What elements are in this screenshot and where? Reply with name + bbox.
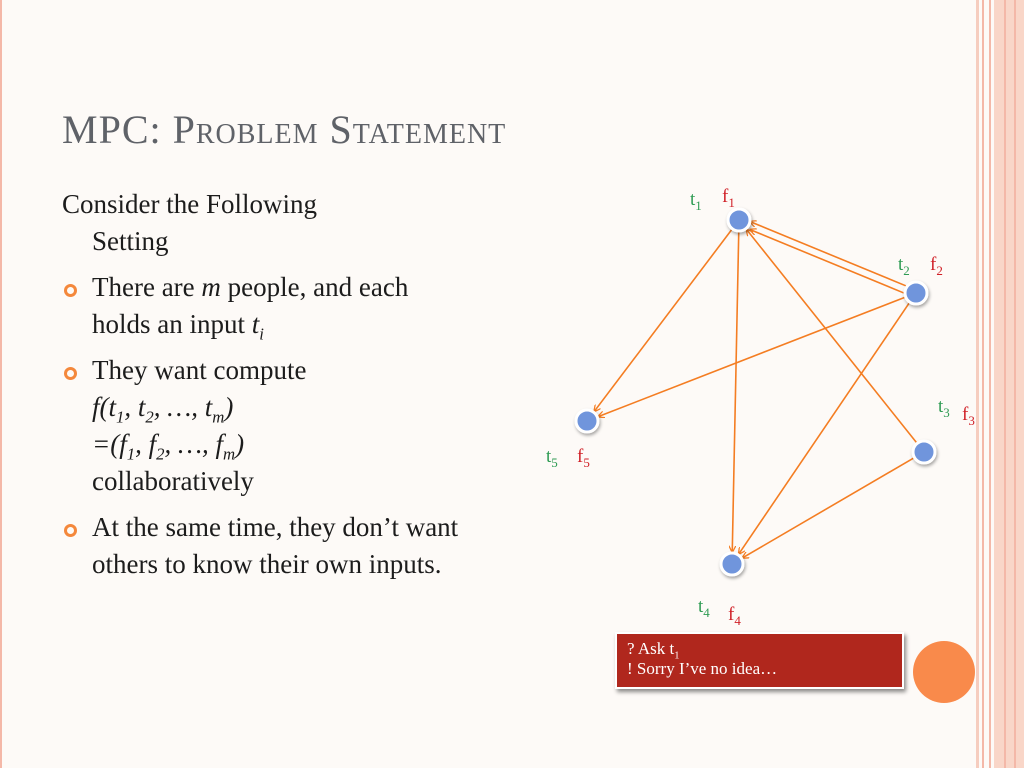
- slide-title: MPC: Problem Statement: [62, 107, 507, 152]
- message-question: ? Ask t1: [627, 639, 680, 662]
- party-node-1: [726, 207, 752, 233]
- edge-2-to-1: [750, 230, 907, 295]
- diagram-labels: t1 f1 t2 f2 t3 f3 t4 f4 t5 f5: [546, 186, 975, 628]
- bullet-item-inputs: There are m people, and each holds an in…: [62, 269, 462, 343]
- f-label-3: f3: [962, 404, 975, 428]
- party-node-2: [903, 280, 929, 306]
- f-label-4: f4: [728, 604, 741, 628]
- right-decorative-stripes: [976, 0, 1024, 768]
- t-label-3: t3: [938, 396, 950, 420]
- diagram-nodes: [574, 207, 937, 577]
- f-label-5: f5: [577, 446, 590, 470]
- f-label-1: f1: [722, 186, 735, 210]
- edge-3-to-1: [746, 229, 918, 444]
- edge-2-to-5: [598, 296, 907, 417]
- left-border-line: [0, 0, 2, 768]
- edge-2-to-4: [739, 301, 911, 554]
- edge-3-to-4: [742, 456, 915, 558]
- bullet-item-privacy: At the same time, they don’t want others…: [62, 509, 462, 583]
- party-node-3: [911, 439, 937, 465]
- t-label-5: t5: [546, 446, 558, 470]
- message-answer: ! Sorry I’ve no idea…: [627, 659, 778, 678]
- party-node-4: [719, 551, 745, 577]
- f-label-2: f2: [930, 254, 943, 278]
- party-node-5: [574, 408, 600, 434]
- t-label-4: t4: [698, 596, 710, 620]
- decorative-orange-circle: [913, 641, 975, 703]
- edge-1-to-4: [732, 230, 740, 552]
- diagram-edges: [594, 222, 918, 558]
- bullet-circle-icon: [64, 524, 77, 537]
- bullet-circle-icon: [64, 284, 77, 297]
- message-callout: ? Ask t1 ! Sorry I’ve no idea…: [615, 632, 904, 689]
- t-label-2: t2: [898, 254, 910, 278]
- edge-1-to-5: [594, 228, 734, 412]
- edge-2-to-1: [750, 222, 907, 287]
- bullet-circle-icon: [64, 367, 77, 380]
- t-label-1: t1: [690, 189, 702, 213]
